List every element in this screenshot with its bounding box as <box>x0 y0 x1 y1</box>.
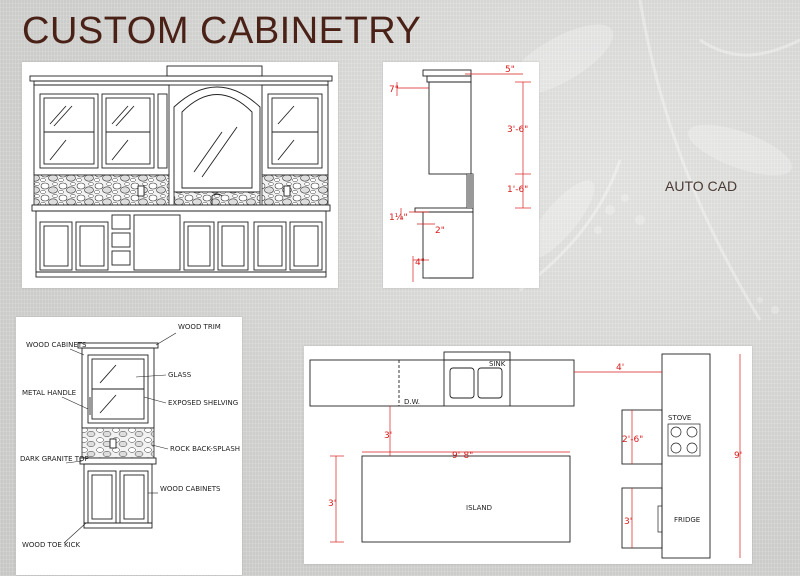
page-title: CUSTOM CABINETRY <box>22 10 422 52</box>
plan-dim-right-length: 9' <box>734 451 742 461</box>
plan-label-stove: STOVE <box>668 414 691 422</box>
callout-wood-cabinets: WOOD CABINETS <box>26 341 87 349</box>
plan-dim-top-gap: 4' <box>616 363 624 373</box>
floor-plan-panel: D.W. SINK STOVE ISLAND FRIDGE 4' 3' 9'-8… <box>304 346 752 564</box>
floor-plan-drawing: D.W. SINK STOVE ISLAND FRIDGE 4' 3' 9'-8… <box>309 351 742 559</box>
callout-wood-cabinets-base: WOOD CABINETS <box>160 485 221 493</box>
section-dim-upper: 3'-6" <box>507 125 528 135</box>
elevation-drawing <box>29 65 333 278</box>
plan-label-dw: D.W. <box>404 398 420 406</box>
callout-wood-toe-kick: WOOD TOE KICK <box>22 541 81 549</box>
plan-dim-stove-width: 2'-6" <box>622 435 643 445</box>
callout-dark-granite-top: DARK GRANITE TOP <box>20 455 89 463</box>
plan-dim-island-depth: 3' <box>328 499 336 509</box>
detail-panel: WOOD TRIM WOOD CABINETS GLASS METAL HAND… <box>16 317 242 575</box>
plan-dim-island-length: 9'-8" <box>452 451 473 461</box>
section-dim-top: 5" <box>505 65 515 75</box>
detail-drawing: WOOD TRIM WOOD CABINETS GLASS METAL HAND… <box>20 323 240 549</box>
callout-metal-handle: METAL HANDLE <box>22 389 76 397</box>
plan-dim-fridge-width: 3' <box>624 517 632 527</box>
callout-exposed-shelving: EXPOSED SHELVING <box>168 399 238 407</box>
callout-glass: GLASS <box>168 371 192 379</box>
section-drawing: 5" 7" 3'-6" 1'-6" 1¼" 2" 4" <box>389 65 531 282</box>
plan-dim-aisle: 3' <box>384 431 392 441</box>
callout-wood-trim: WOOD TRIM <box>178 323 221 331</box>
section-dim-edge: 2" <box>435 226 445 236</box>
plan-label-sink: SINK <box>489 360 506 368</box>
auto-cad-label: AUTO CAD <box>665 178 738 194</box>
callout-rock-backsplash: ROCK BACK-SPLASH <box>170 445 240 453</box>
section-dim-splash: 1'-6" <box>507 185 528 195</box>
elevation-panel <box>22 62 338 288</box>
section-dim-kick: 4" <box>415 258 425 268</box>
plan-label-fridge: FRIDGE <box>674 516 700 524</box>
plan-label-island: ISLAND <box>466 504 492 512</box>
section-dim-trim: 7" <box>389 85 399 95</box>
section-panel: 5" 7" 3'-6" 1'-6" 1¼" 2" 4" <box>383 62 539 288</box>
section-dim-counter: 1¼" <box>389 213 408 223</box>
